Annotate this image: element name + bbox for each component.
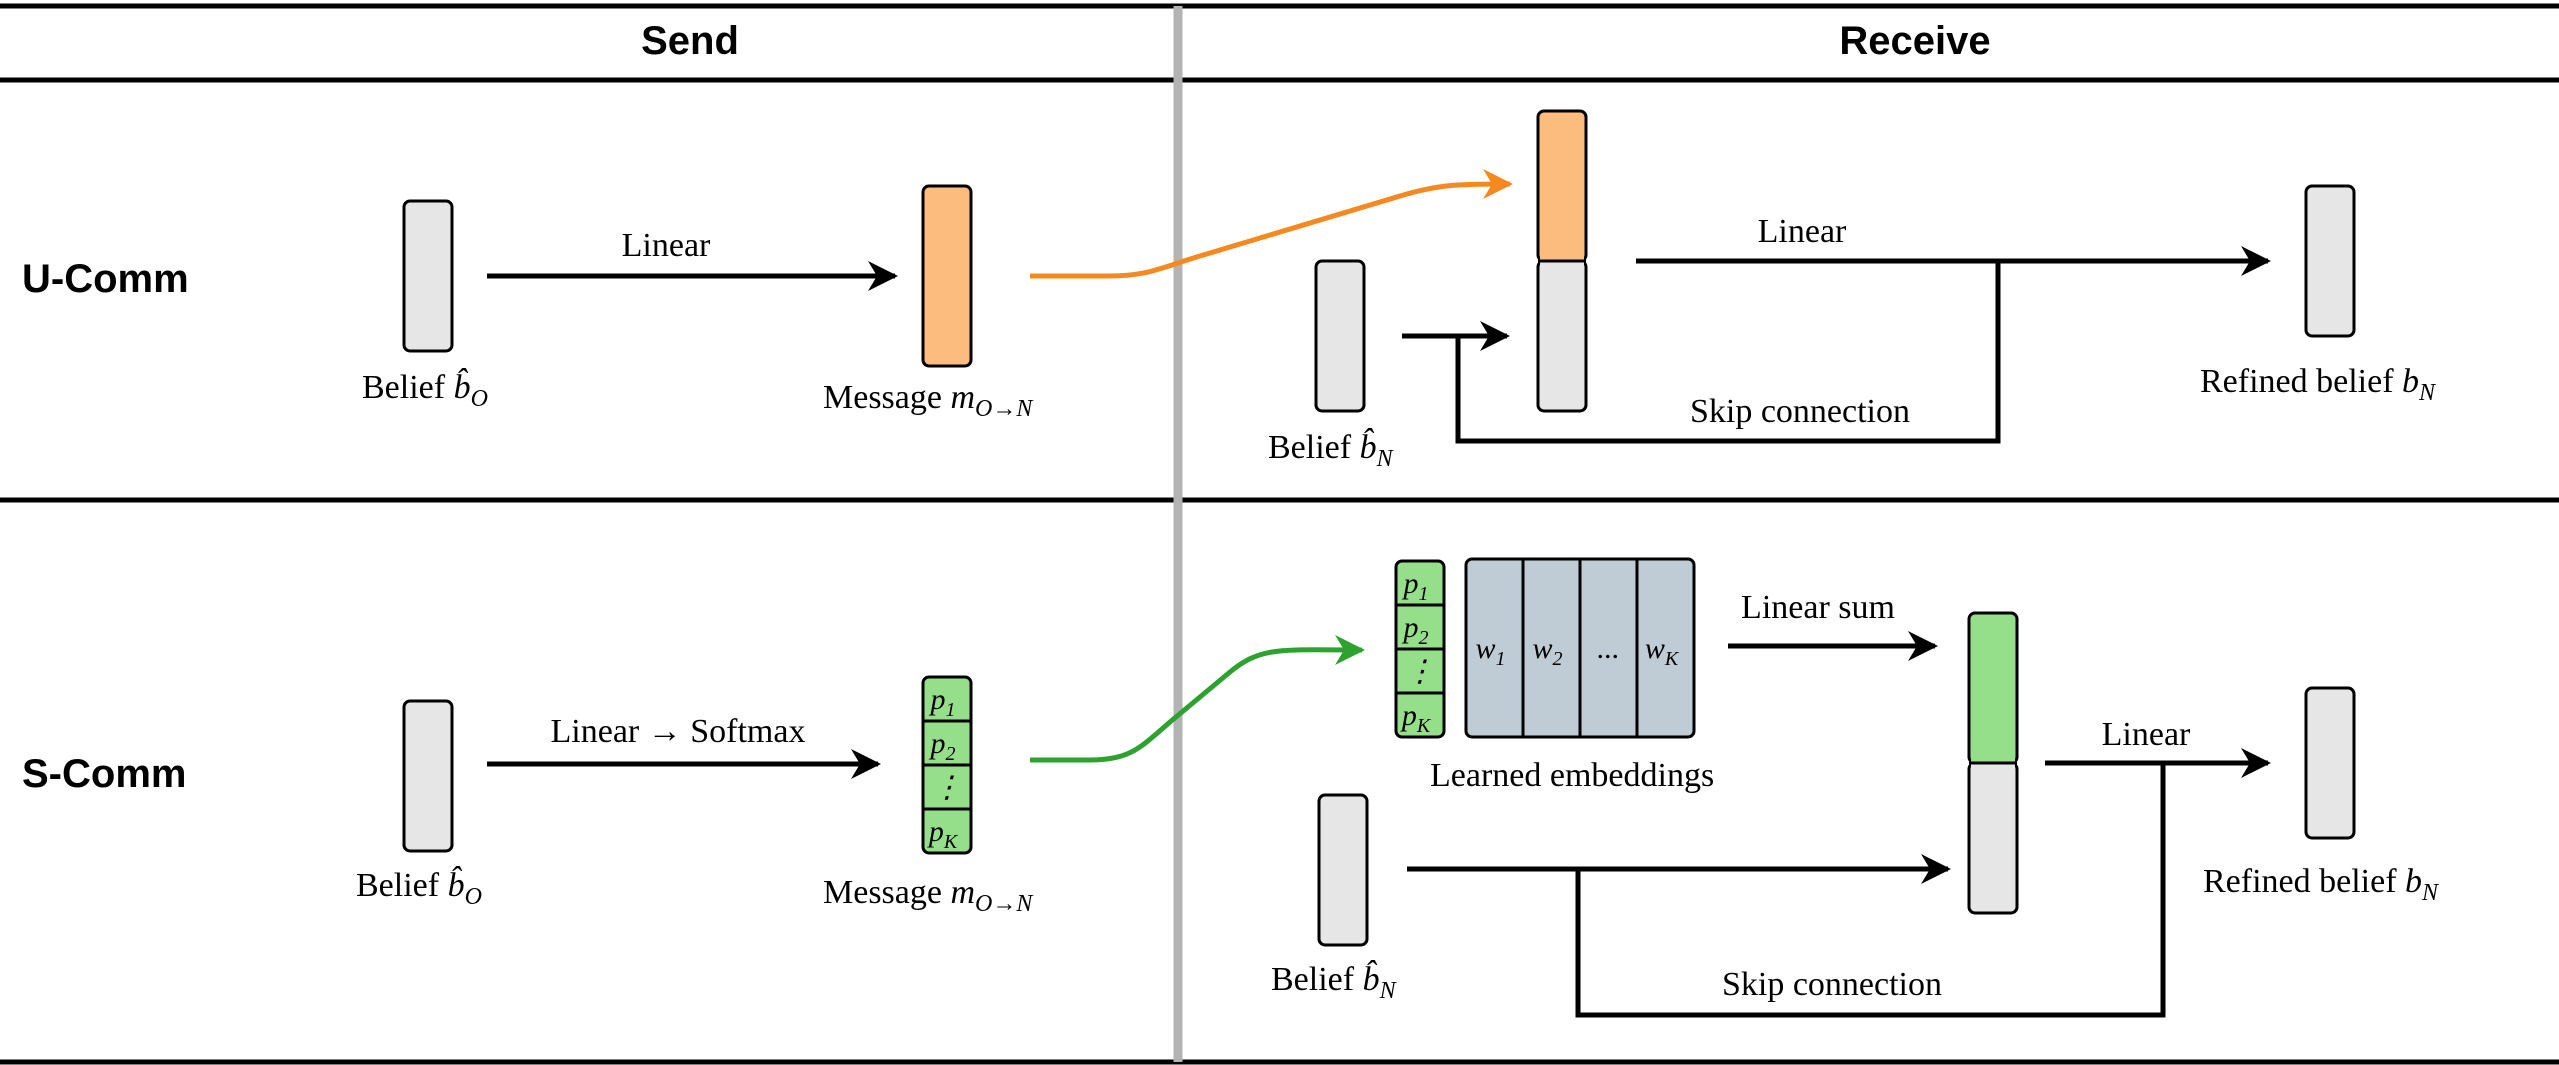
ucomm-message-vector (921, 184, 973, 368)
scomm-concat-vector-bottom (1967, 761, 2019, 915)
scomm-concat-vector-seam-b (1971, 764, 2015, 775)
header-receive: Receive (1839, 19, 1990, 63)
scomm-recv-prob-cell-2: p2 (1402, 611, 1429, 649)
ucomm-recv-belief-vector (1314, 259, 1366, 413)
scomm-recv-prob-cell-3: ⋮ (1405, 655, 1435, 688)
scomm-send-belief-vector (402, 699, 454, 853)
learned-embeddings-label: Learned embeddings (1430, 757, 1714, 794)
scomm-send-prob-cell-2: p2 (929, 727, 956, 765)
scomm-recv-op-label: Linear (2102, 716, 2191, 753)
ucomm-send-op-label: Linear (622, 227, 711, 264)
header-send: Send (641, 19, 739, 63)
scomm-refined-label: Refined belief bN (2203, 863, 2440, 906)
embedding-cell-4: wK (1645, 632, 1680, 670)
scomm-recv-prob-cell-1: p1 (1402, 567, 1429, 605)
scomm-message-prob-vector: p1 p2 ⋮ pK (921, 675, 973, 855)
ucomm-recv-belief-label: Belief b̂N (1268, 427, 1395, 472)
ucomm-send-belief-vector (402, 199, 454, 353)
embedding-cell-2: w2 (1532, 632, 1562, 670)
ucomm-concat-vector-seam-b (1540, 262, 1584, 273)
ucomm-send-belief-label: Belief b̂O (362, 367, 488, 412)
ucomm-message-transfer-arrow (1030, 169, 1513, 279)
row-label-ucomm: U-Comm (22, 257, 189, 301)
ucomm-skip-label: Skip connection (1690, 393, 1910, 430)
ucomm-recv-op-label: Linear (1758, 213, 1847, 250)
scomm-linear-sum-label: Linear sum (1741, 589, 1895, 626)
scomm-concat-vector-top (1967, 611, 2019, 765)
scomm-concat-vector-seam (1971, 752, 2015, 763)
scomm-message-label: Message mO→N (823, 874, 1034, 917)
scomm-recv-belief-label: Belief b̂N (1271, 959, 1398, 1004)
embedding-cell-3: ... (1597, 632, 1620, 665)
scomm-recv-prob-cell-4: pK (1400, 699, 1432, 737)
embedding-cell-1: w1 (1475, 632, 1505, 670)
scomm-send-belief-label: Belief b̂O (356, 865, 482, 910)
row-label-scomm: S-Comm (22, 752, 186, 796)
ucomm-concat-vector-top (1536, 109, 1588, 263)
scomm-send-prob-cell-4: pK (927, 815, 959, 853)
ucomm-message-label: Message mO→N (823, 379, 1034, 422)
scomm-recv-belief-vector (1317, 793, 1369, 947)
ucomm-concat-vector-bottom (1536, 259, 1588, 413)
ucomm-concat-vector-seam (1540, 250, 1584, 261)
scomm-send-prob-cell-1: p1 (929, 683, 956, 721)
ucomm-refined-label: Refined belief bN (2200, 363, 2437, 406)
scomm-skip-connection-wire (1575, 763, 2166, 1018)
scomm-refined-belief-vector (2304, 686, 2356, 840)
ucomm-skip-connection-wire (1455, 261, 2001, 444)
scomm-recv-prob-vector: p1 p2 ⋮ pK (1394, 559, 1446, 739)
scomm-message-transfer-arrow (1030, 634, 1365, 763)
scomm-send-op-label: Linear → Softmax (551, 713, 806, 750)
scomm-send-prob-cell-3: ⋮ (932, 771, 962, 804)
learned-embeddings-matrix: w1 w2... wK (1464, 557, 1696, 739)
ucomm-refined-belief-vector (2304, 184, 2356, 338)
scomm-skip-label: Skip connection (1722, 966, 1942, 1003)
